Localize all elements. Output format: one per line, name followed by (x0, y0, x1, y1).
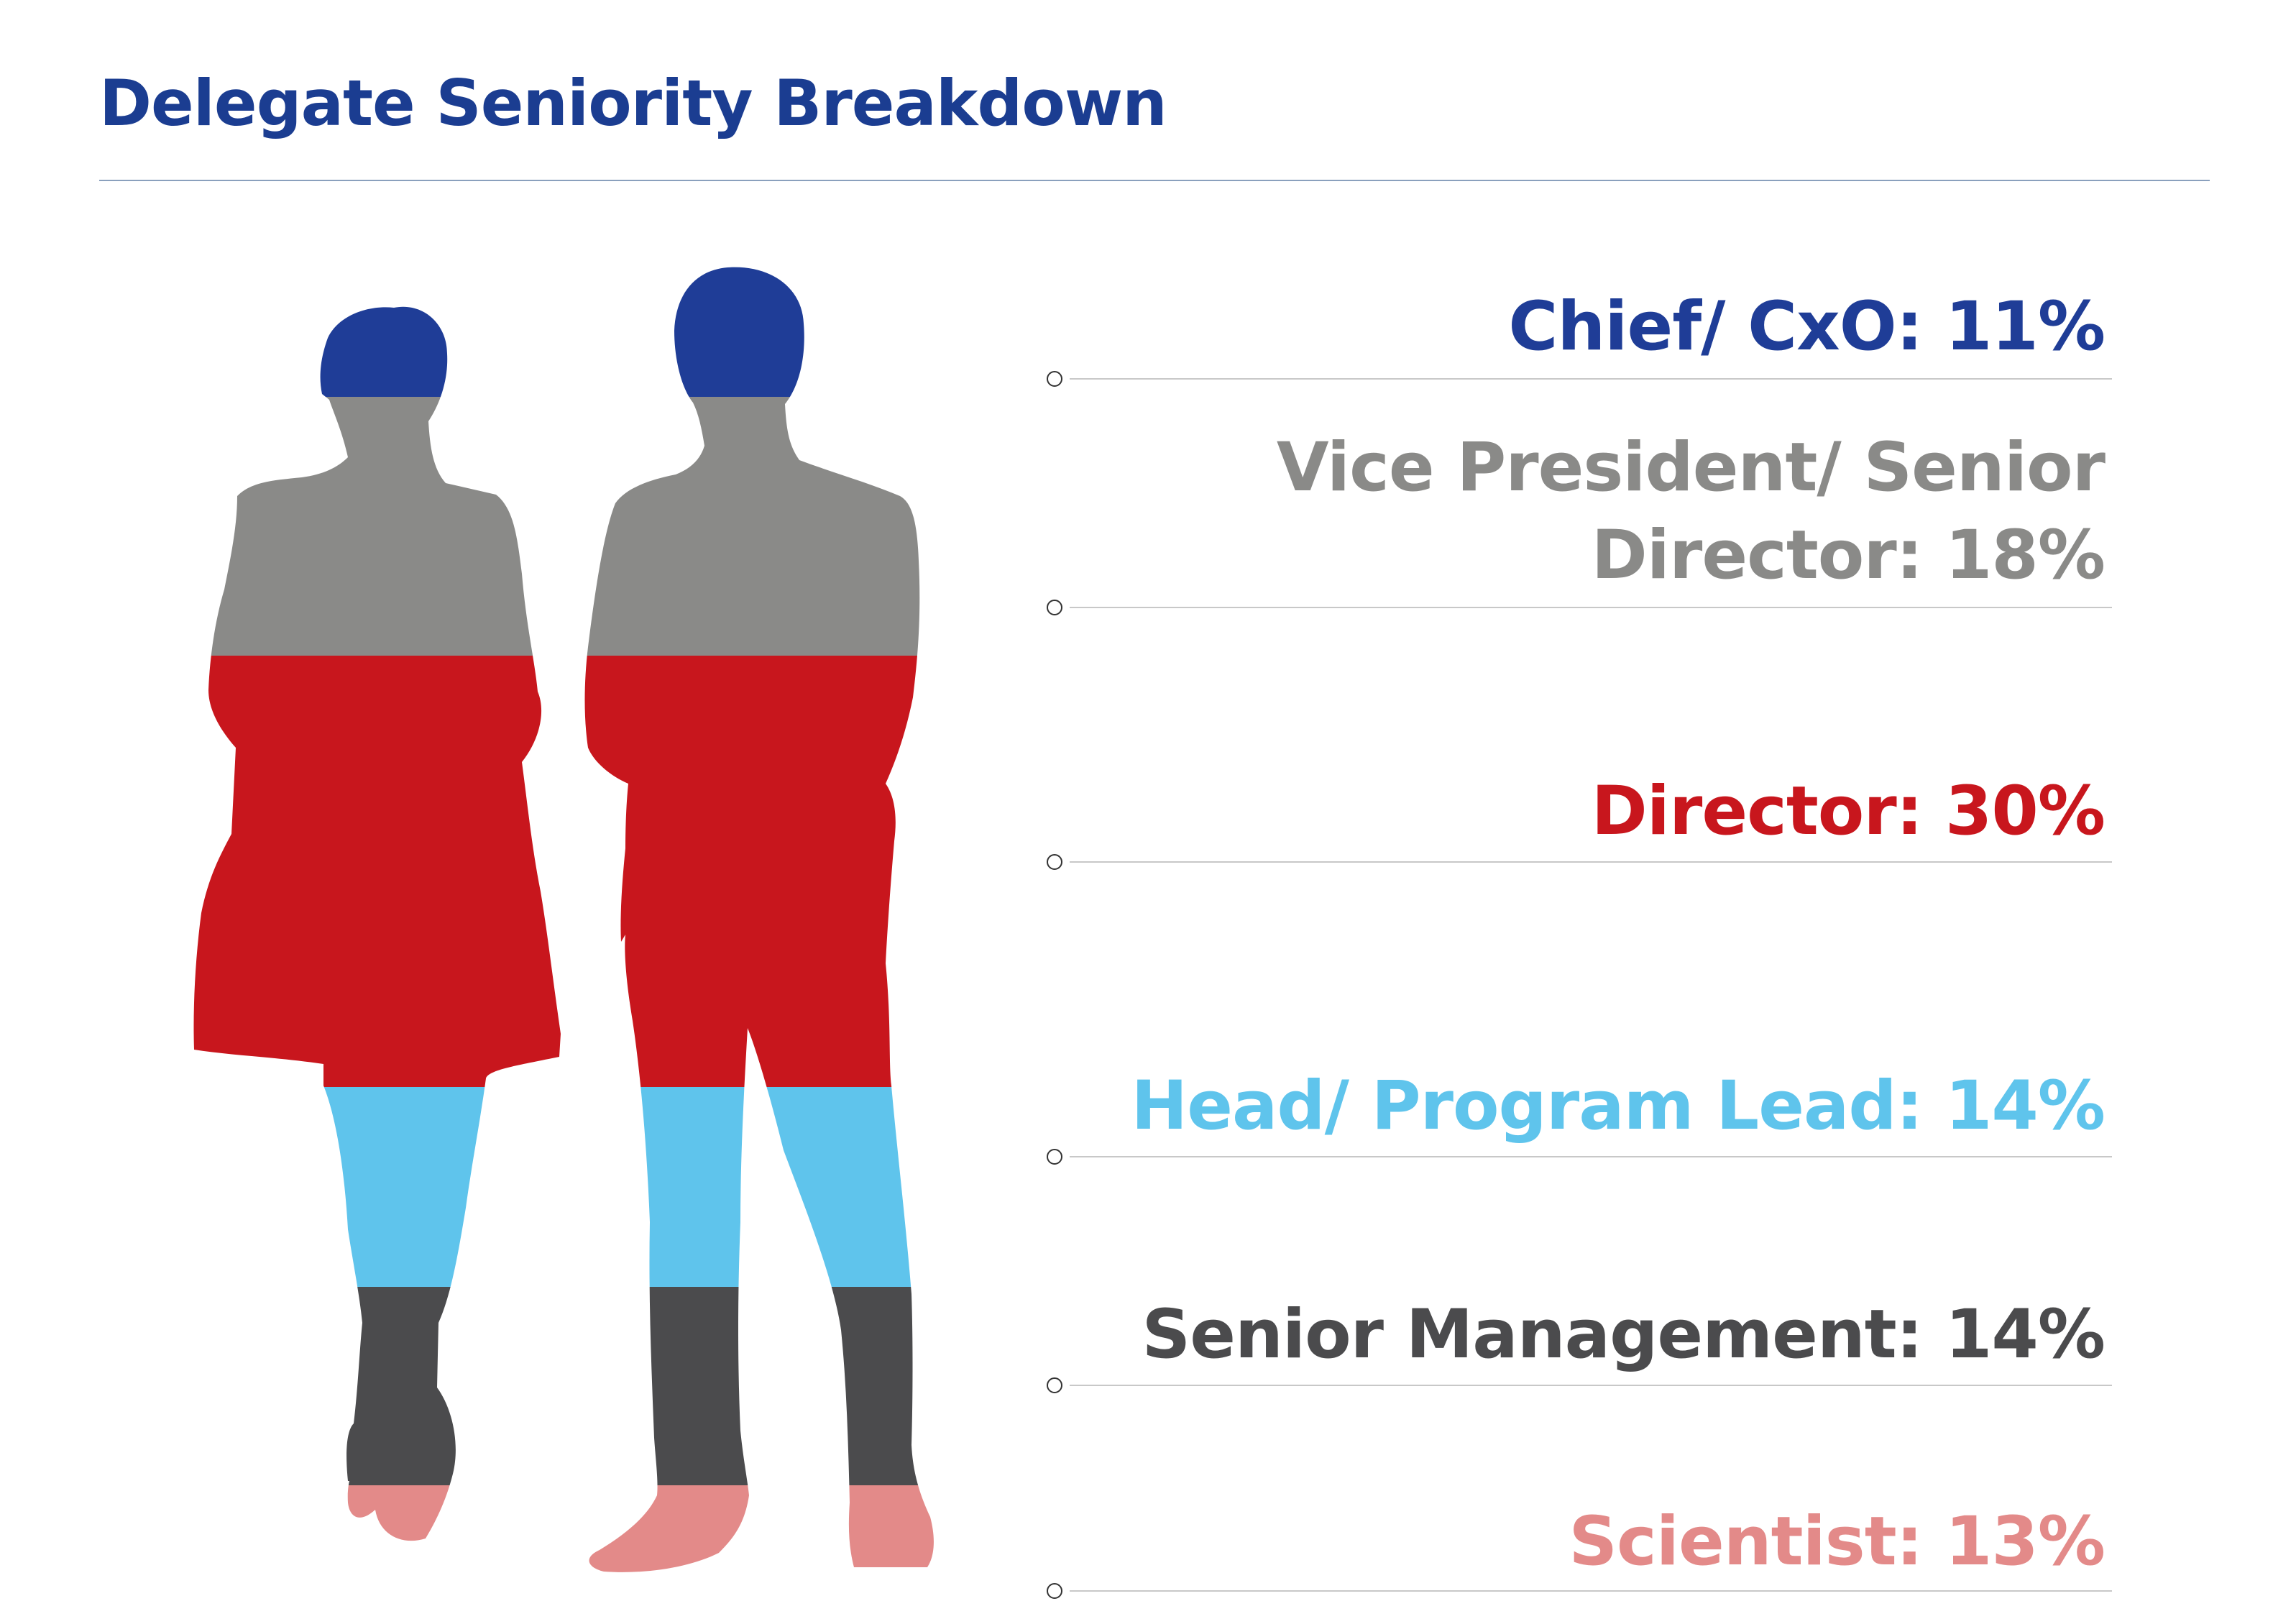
leader-dot (1047, 1377, 1062, 1393)
man-band-scientist (584, 1485, 934, 1572)
man-band-head-program-lead (584, 1087, 934, 1287)
label-director: Director: 30% (1591, 772, 2106, 850)
leader-dot (1047, 1149, 1062, 1165)
leader-dot (1047, 600, 1062, 615)
label-vice-president-senior-director: Vice President/ Senior Director: 18% (1276, 428, 2106, 595)
leader-dot (1047, 1583, 1062, 1599)
label-senior-management: Senior Management: 14% (1142, 1295, 2106, 1374)
leader-line (1070, 1385, 2112, 1386)
leader-line (1070, 378, 2112, 380)
leader-line (1070, 607, 2112, 608)
woman-band-director (193, 656, 561, 1087)
man-band-senior-management (584, 1287, 934, 1485)
label-chief-cxo: Chief/ CxO: 11% (1508, 288, 2106, 366)
leader-line (1070, 1590, 2112, 1592)
leader-dot (1047, 371, 1062, 387)
leader-line (1070, 861, 2112, 863)
label-head-program-lead: Head/ Program Lead: 14% (1131, 1067, 2106, 1145)
man-band-director (584, 656, 934, 1087)
title-divider (99, 180, 2210, 181)
label-scientist: Scientist: 13% (1569, 1503, 2106, 1581)
man-band-chief-cxo (584, 267, 934, 397)
leader-dot (1047, 854, 1062, 870)
woman-band-chief-cxo (193, 306, 561, 397)
leader-line (1070, 1156, 2112, 1157)
page-title: Delegate Seniority Breakdown (99, 66, 1167, 140)
